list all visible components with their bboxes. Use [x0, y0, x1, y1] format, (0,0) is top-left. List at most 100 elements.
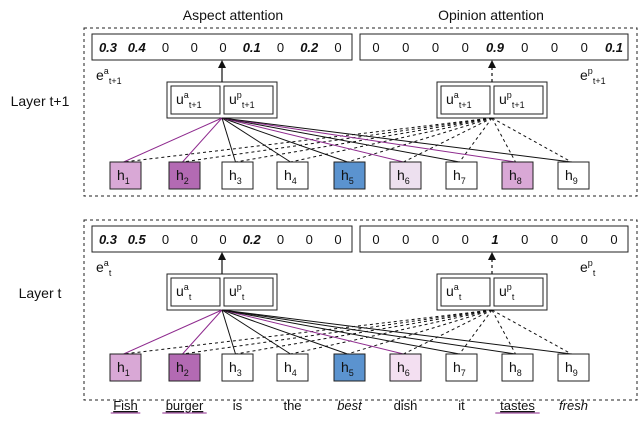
svg-text:h5: h5 [341, 359, 354, 378]
vector-value: 0 [432, 232, 439, 247]
hidden-state-h1: h1 [109, 161, 142, 190]
vector-value: 0.4 [128, 40, 147, 55]
word-the: the [283, 398, 301, 413]
svg-text:h4: h4 [284, 359, 297, 378]
hidden-state-h3: h3 [221, 161, 254, 190]
vector-value: 0.9 [486, 40, 505, 55]
word-is: is [233, 398, 243, 413]
svg-text:h6: h6 [397, 167, 410, 186]
attention-connectors [123, 309, 572, 355]
u-opinion-box [493, 85, 544, 115]
layer-frame [83, 219, 638, 401]
svg-text:h1: h1 [117, 167, 130, 186]
vector-value: 0 [462, 232, 469, 247]
vector-value: 0 [551, 40, 558, 55]
word-best: best [337, 398, 363, 413]
hidden-state-h7: h7 [445, 161, 478, 190]
vector-value: 0.5 [128, 232, 147, 247]
vector-value: 0 [219, 40, 226, 55]
u-aspect-label: uat+1 [446, 90, 472, 110]
hidden-state-h6: h6 [389, 353, 422, 382]
hidden-state-h1: h1 [109, 353, 142, 382]
vector-label: eat [96, 258, 112, 278]
vector-value: 0.2 [243, 232, 262, 247]
svg-text:h9: h9 [565, 359, 578, 378]
vector-value: 0.1 [243, 40, 261, 55]
hidden-state-h3: h3 [221, 353, 254, 382]
vector-value: 0.1 [605, 40, 623, 55]
u-aspect-box [170, 277, 221, 307]
svg-text:h4: h4 [284, 167, 297, 186]
vector-value: 0 [372, 40, 379, 55]
vector-value: 0 [402, 232, 409, 247]
word-dish: dish [394, 398, 418, 413]
layer-label: Layer t+1 [11, 93, 70, 109]
vector-value: 0 [277, 232, 284, 247]
vector-value: 1 [491, 232, 498, 247]
vector-value: 0 [610, 232, 617, 247]
vector-value: 0 [432, 40, 439, 55]
vector-value: 0 [277, 40, 284, 55]
vector-value: 0 [581, 232, 588, 247]
svg-text:h5: h5 [341, 167, 354, 186]
vector-value: 0 [521, 40, 528, 55]
vector-label: ept+1 [580, 66, 606, 86]
hidden-state-h9: h9 [557, 353, 590, 382]
hidden-state-h5: h5 [333, 353, 366, 382]
hidden-state-h8: h8 [501, 353, 534, 382]
hidden-state-h2: h2 [168, 161, 201, 190]
svg-text:h1: h1 [117, 359, 130, 378]
word-tastes: tastes [500, 398, 535, 413]
hidden-state-h8: h8 [501, 161, 534, 190]
svg-text:h2: h2 [176, 167, 189, 186]
svg-text:h3: h3 [229, 167, 242, 186]
word-burger: burger [166, 398, 204, 413]
opinion-memory: uat+1 upt+1 [436, 60, 548, 119]
u-aspect-box [170, 85, 221, 115]
hidden-state-h5: h5 [333, 161, 366, 190]
vector-value: 0 [462, 40, 469, 55]
vector-value: 0 [551, 232, 558, 247]
vector-label: ept [580, 258, 596, 278]
word-fresh: fresh [559, 398, 588, 413]
vector-value: 0 [402, 40, 409, 55]
svg-text:h7: h7 [453, 359, 466, 378]
hidden-state-h2: h2 [168, 353, 201, 382]
opinion-attention-header: Opinion attention [438, 7, 544, 23]
svg-text:h7: h7 [453, 167, 466, 186]
u-opinion-box [223, 277, 274, 307]
u-aspect-box [440, 85, 491, 115]
svg-text:h6: h6 [397, 359, 410, 378]
u-aspect-box [440, 277, 491, 307]
vector-value: 0 [334, 232, 341, 247]
hidden-state-h4: h4 [276, 353, 309, 382]
hidden-state-h6: h6 [389, 161, 422, 190]
vector-value: 0.3 [99, 232, 118, 247]
u-opinion-box [493, 277, 544, 307]
vector-value: 0 [191, 40, 198, 55]
attention-connectors [123, 117, 572, 163]
vector-value: 0.3 [99, 40, 118, 55]
svg-text:h9: h9 [565, 167, 578, 186]
layer-frame [83, 27, 638, 197]
vector-value: 0 [306, 232, 313, 247]
vector-value: 0 [372, 232, 379, 247]
svg-text:h2: h2 [176, 359, 189, 378]
u-opinion-label: upt+1 [499, 90, 525, 110]
vector-value: 0 [219, 232, 226, 247]
vector-value: 0 [191, 232, 198, 247]
u-opinion-box [223, 85, 274, 115]
hidden-state-h4: h4 [276, 161, 309, 190]
vector-value: 0 [162, 40, 169, 55]
u-aspect-label: uat [176, 282, 192, 302]
hidden-state-h9: h9 [557, 161, 590, 190]
vector-value: 0.2 [300, 40, 319, 55]
